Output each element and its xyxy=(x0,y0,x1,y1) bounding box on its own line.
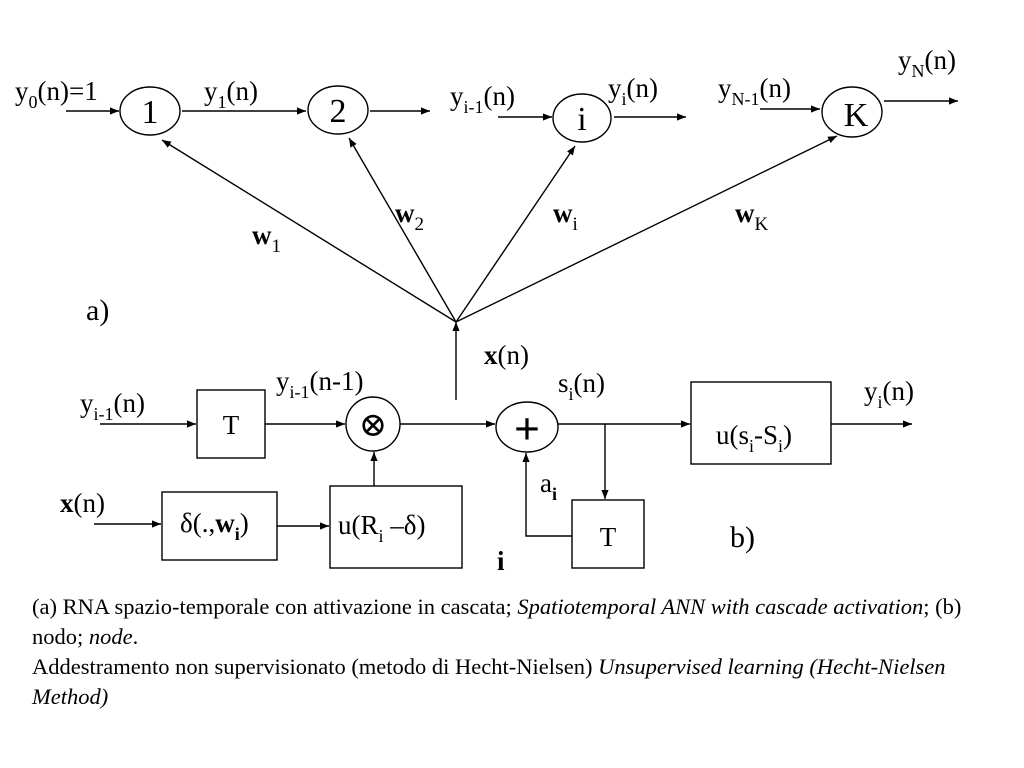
caption-line-2: Addestramento non supervisionato (metodo… xyxy=(32,654,946,709)
weight-arrow-K xyxy=(455,135,838,323)
node-1-circle xyxy=(119,86,181,136)
distance-block xyxy=(161,491,278,561)
input-x-label: x(n) xyxy=(484,340,529,370)
weight-wK-label: wK xyxy=(735,198,769,235)
activation-block-label: u(Ri –δ) xyxy=(338,510,425,546)
activation-block xyxy=(329,485,463,569)
node-2-label: 2 xyxy=(330,93,347,130)
signal-yim1-label: yi-1(n) xyxy=(450,81,515,117)
weight-w2-label: w2 xyxy=(395,198,424,235)
node-1-label: 1 xyxy=(142,94,159,131)
signal-y1-label: y1(n) xyxy=(204,76,258,112)
node-2-circle xyxy=(307,85,369,135)
feedback-delay-label: T xyxy=(600,522,617,552)
weight-arrow-1 xyxy=(161,139,457,323)
caption-line-1: (a) RNA spazio-temporale con attivazione… xyxy=(32,594,962,649)
weight-wi-label: wi xyxy=(553,198,578,235)
part-a-network: 1 2 i K y0(n)=1 y1(n) yi-1(n) yi(n) yN-1… xyxy=(15,45,958,400)
delayed-y-label: yi-1(n-1) xyxy=(276,366,363,402)
delay-block-label: T xyxy=(223,410,240,440)
feedback-delay-block xyxy=(571,499,645,569)
node-i-bold-label: i xyxy=(497,546,505,576)
node-K-label: K xyxy=(844,97,869,134)
weight-arrow-i xyxy=(455,145,576,323)
input-x-node-label: x(n) xyxy=(60,488,105,518)
weight-w1-label: w1 xyxy=(252,220,281,257)
signal-yNm1-label: yN-1(n) xyxy=(718,73,791,109)
output-signal-label: yi(n) xyxy=(864,376,914,412)
feedback-loop-line xyxy=(522,453,572,537)
distance-block-label: δ(.,wi) xyxy=(180,508,249,544)
figure-caption: (a) RNA spazio-temporale con attivazione… xyxy=(32,592,992,712)
part-b-label: b) xyxy=(730,521,755,554)
output-block-label: u(si-Si) xyxy=(716,420,792,456)
node-i-label: i xyxy=(577,101,586,138)
sum-node xyxy=(495,401,559,453)
signal-yi-label: yi(n) xyxy=(608,73,658,109)
part-a-label: a) xyxy=(86,294,109,327)
weight-arrow-2 xyxy=(348,137,457,323)
signal-y0-label: y0(n)=1 xyxy=(15,76,98,112)
part-b-node-detail: T δ(.,wi) u(Ri –δ) u(si-Si) T ⊗ + yi-1(n… xyxy=(60,366,914,576)
feedback-label: ai xyxy=(540,468,557,504)
input-y-label: yi-1(n) xyxy=(80,388,145,424)
sum-symbol: + xyxy=(514,403,540,454)
state-signal-label: si(n) xyxy=(558,368,605,404)
delay-block xyxy=(196,389,266,459)
output-block xyxy=(690,381,832,465)
node-K-circle xyxy=(821,86,883,138)
multiply-symbol: ⊗ xyxy=(359,407,388,444)
node-i-circle xyxy=(552,93,612,143)
signal-yN-label: yN(n) xyxy=(898,45,956,81)
